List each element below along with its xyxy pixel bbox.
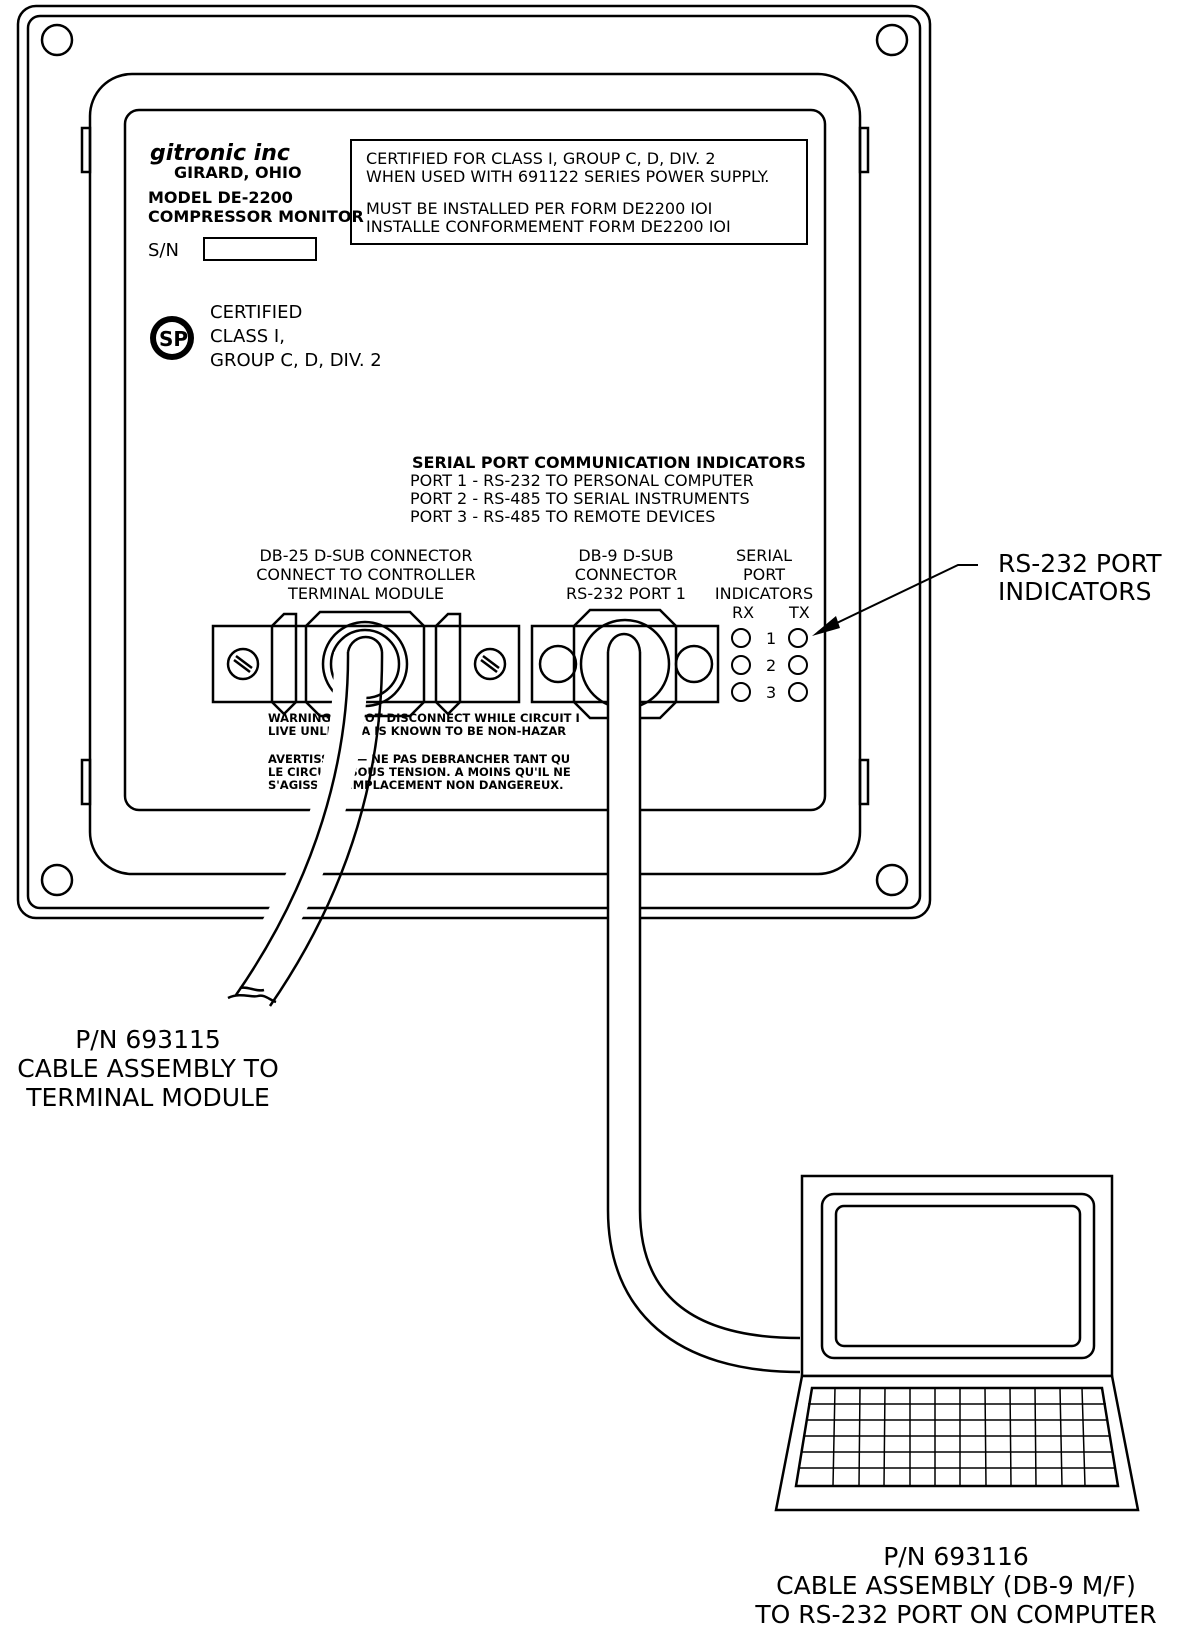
csa-line-3: GROUP C, D, DIV. 2 <box>210 350 382 371</box>
tx-led-port-1 <box>788 628 808 648</box>
db9-label-line-3: RS-232 PORT 1 <box>566 584 686 603</box>
serial-number-label: S/N <box>148 240 179 261</box>
serial-number-field <box>203 237 317 261</box>
rx-led-port-1 <box>731 628 751 648</box>
db25-right-screw-icon <box>473 647 507 681</box>
product-label: COMPRESSOR MONITOR <box>148 207 364 226</box>
csa-logo-text: SP <box>159 327 188 351</box>
laptop-keyboard <box>799 1387 1114 1487</box>
csa-line-2: CLASS I, <box>210 326 285 347</box>
indicator-row-1-label: 1 <box>766 629 776 648</box>
computer-cable <box>606 632 801 1374</box>
db25-label-line-2: CONNECT TO CONTROLLER <box>256 565 476 584</box>
db9-label: DB-9 D-SUB CONNECTOR RS-232 PORT 1 <box>566 546 686 603</box>
terminal-cable-label: P/N 693115 CABLE ASSEMBLY TO TERMINAL MO… <box>17 1025 279 1112</box>
cert-line-2: WHEN USED WITH 691122 SERIES POWER SUPPL… <box>366 167 769 186</box>
rs232-callout: RS-232 PORT INDICATORS <box>812 549 1162 636</box>
brand-logo: gitronic inc <box>150 141 290 166</box>
brand-location: GIRARD, OHIO <box>174 163 302 182</box>
terminal-cable-line-2: CABLE ASSEMBLY TO <box>17 1054 279 1083</box>
tx-column-label: TX <box>788 603 810 622</box>
rx-led-port-2 <box>731 655 751 675</box>
computer-cable-label: P/N 693116 CABLE ASSEMBLY (DB-9 M/F) TO … <box>754 1542 1156 1629</box>
indicator-grid: RX TX 1 2 3 <box>731 603 810 702</box>
warning-line-1: WARNING — [ ]OT DISCONNECT WHILE CIRCUIT… <box>268 711 580 725</box>
enclosure <box>16 4 932 920</box>
serial-note-port-2: PORT 2 - RS-485 TO SERIAL INSTRUMENTS <box>410 489 750 508</box>
model-label: MODEL DE-2200 <box>148 188 293 207</box>
warning-line-2: LIVE UNLES[ ] A IS KNOWN TO BE NON-HAZAR <box>268 724 566 738</box>
indicator-row-2-label: 2 <box>766 656 776 675</box>
computer-cable-line-1: P/N 693116 <box>883 1542 1029 1571</box>
port-indicators-line-2: PORT <box>743 565 785 584</box>
computer-cable-line-2: CABLE ASSEMBLY (DB-9 M/F) <box>776 1571 1136 1600</box>
certification-box: CERTIFIED FOR CLASS I, GROUP C, D, DIV. … <box>350 139 808 245</box>
port-indicators-label: SERIAL PORT INDICATORS <box>715 546 813 603</box>
rs232-callout-line-1: RS-232 PORT <box>998 549 1162 578</box>
serial-note-title: SERIAL PORT COMMUNICATION INDICATORS <box>412 453 806 472</box>
terminal-cable <box>222 635 384 1007</box>
db9-label-line-2: CONNECTOR <box>575 565 677 584</box>
csa-logo-icon: SP <box>150 316 194 360</box>
db25-label-line-1: DB-25 D-SUB CONNECTOR <box>259 546 472 565</box>
cert-line-1: CERTIFIED FOR CLASS I, GROUP C, D, DIV. … <box>366 149 716 168</box>
brand-block: gitronic inc GIRARD, OHIO MODEL DE-2200 … <box>148 141 364 261</box>
indicator-row-3-label: 3 <box>766 683 776 702</box>
serial-port-note: SERIAL PORT COMMUNICATION INDICATORS POR… <box>410 453 806 526</box>
db25-label-line-3: TERMINAL MODULE <box>287 584 444 603</box>
computer-cable-line-3: TO RS-232 PORT ON COMPUTER <box>754 1600 1156 1629</box>
csa-certification: SP CERTIFIED CLASS I, GROUP C, D, DIV. 2 <box>150 302 382 371</box>
warning-text: WARNING — [ ]OT DISCONNECT WHILE CIRCUIT… <box>268 711 580 792</box>
tx-led-port-2 <box>788 655 808 675</box>
db9-label-line-1: DB-9 D-SUB <box>578 546 673 565</box>
db25-label: DB-25 D-SUB CONNECTOR CONNECT TO CONTROL… <box>256 546 476 603</box>
warning-line-4: LE CIRCUI[ ] SOUS TENSION. A MOINS QU'IL… <box>268 765 571 779</box>
db25-left-screw-icon <box>226 647 260 681</box>
rx-column-label: RX <box>732 603 754 622</box>
warning-line-5: S'AGISSE [ ]EMPLACEMENT NON DANGEREUX. <box>268 778 564 792</box>
rs232-callout-line-2: INDICATORS <box>998 577 1152 606</box>
laptop-icon <box>774 1174 1140 1512</box>
tx-led-port-3 <box>788 682 808 702</box>
warning-line-3: AVERTISSE[ ] — NE PAS DEBRANCHER TANT QU <box>268 752 570 766</box>
port-indicators-line-3: INDICATORS <box>715 584 813 603</box>
csa-line-1: CERTIFIED <box>210 302 302 323</box>
cert-line-4: INSTALLE CONFORMEMENT FORM DE2200 IOI <box>366 217 731 236</box>
rx-led-port-3 <box>731 682 751 702</box>
terminal-cable-line-1: P/N 693115 <box>75 1025 221 1054</box>
serial-note-port-3: PORT 3 - RS-485 TO REMOTE DEVICES <box>410 507 715 526</box>
cert-line-3: MUST BE INSTALLED PER FORM DE2200 IOI <box>366 199 712 218</box>
serial-note-port-1: PORT 1 - RS-232 TO PERSONAL COMPUTER <box>410 471 754 490</box>
terminal-cable-line-3: TERMINAL MODULE <box>25 1083 270 1112</box>
port-indicators-line-1: SERIAL <box>736 546 792 565</box>
